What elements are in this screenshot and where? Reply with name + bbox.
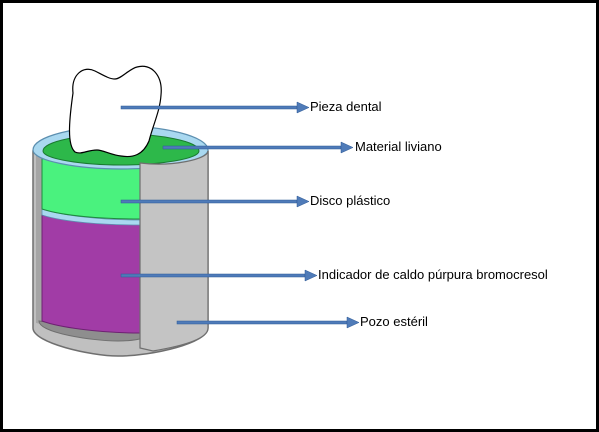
arrow-disco-plastico <box>120 195 310 208</box>
arrow-pieza-dental <box>120 101 310 114</box>
arrow-material-liviano <box>162 141 354 154</box>
label-material-liviano: Material liviano <box>355 139 442 154</box>
tooth <box>68 65 162 158</box>
label-indicador-caldo: Indicador de caldo púrpura bromocresol <box>318 267 548 282</box>
label-disco-plastico: Disco plástico <box>310 193 391 208</box>
arrow-pozo-esteril <box>176 316 360 329</box>
sterile-well-diagram <box>32 65 360 357</box>
label-pozo-esteril: Pozo estéril <box>360 314 428 329</box>
pointer-arrows <box>120 101 360 329</box>
label-pieza-dental: Pieza dental <box>310 99 382 114</box>
arrow-indicador-caldo <box>120 269 318 282</box>
